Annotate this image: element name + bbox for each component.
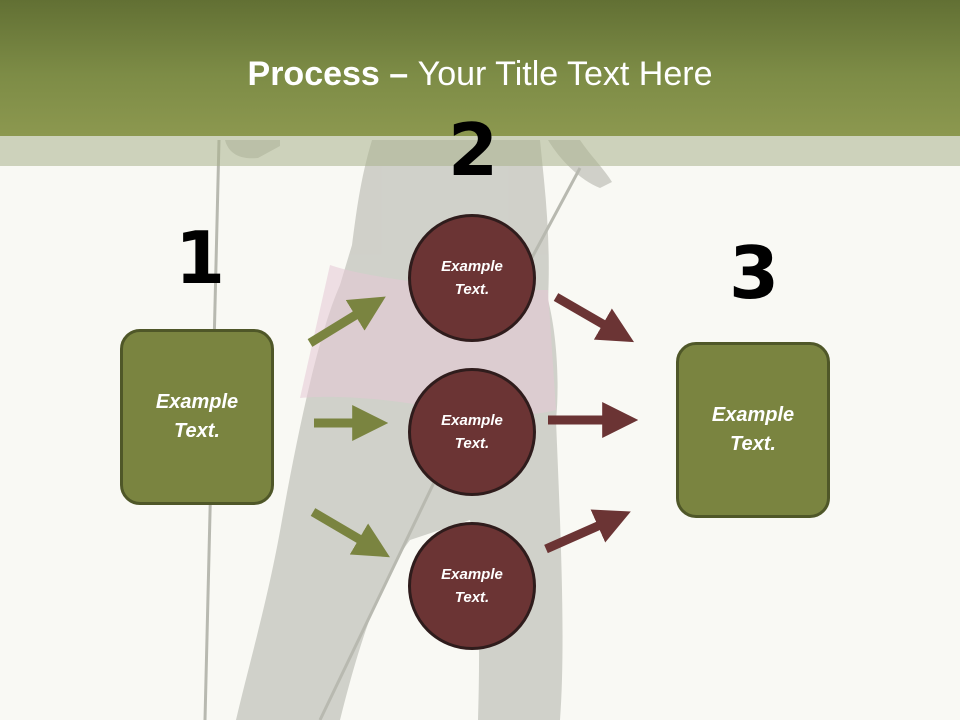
green-arrow-down [310, 508, 390, 558]
slide-title: Process – Your Title Text Here [0, 52, 960, 96]
step-number-3: 3 [728, 231, 780, 315]
circle-bottom-text: Example Text. [441, 566, 503, 606]
title-banner [0, 0, 960, 136]
step-1-box-text: Example Text. [155, 391, 239, 442]
step-number-2: 2 [447, 108, 499, 192]
circle-middle-text: Example Text. [441, 412, 503, 452]
step-3-box: Example Text. [676, 342, 830, 518]
title-separator: – [379, 55, 418, 93]
step-number-1: 1 [174, 216, 226, 300]
step-2-circle-bottom: Example Text. [408, 522, 536, 650]
step-2-circle-top: Example Text. [408, 214, 536, 342]
step-3-box-text: Example Text. [711, 404, 795, 455]
red-arrow-down [553, 293, 635, 343]
title-rest-text: Your Title Text Here [417, 55, 713, 93]
step-1-box: Example Text. [120, 329, 274, 505]
green-arrow-up [307, 296, 386, 347]
step-2-circle-middle: Example Text. [408, 368, 536, 496]
title-strong-word: Process [247, 55, 380, 93]
red-arrow-up [544, 509, 631, 554]
title-banner-strip [0, 136, 960, 166]
circle-top-text: Example Text. [441, 258, 503, 298]
